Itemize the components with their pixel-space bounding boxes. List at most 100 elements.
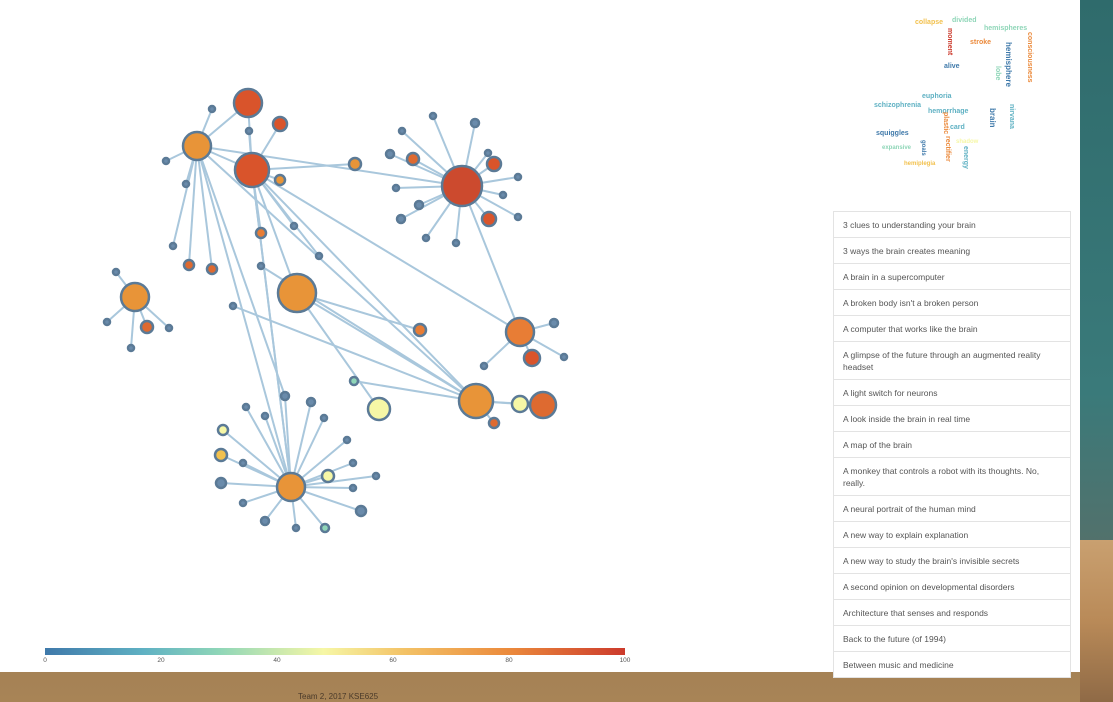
graph-node-small[interactable] <box>271 115 289 133</box>
talk-item[interactable]: A look inside the brain in real time <box>834 406 1070 432</box>
graph-node[interactable] <box>528 390 558 420</box>
graph-node[interactable] <box>440 164 484 208</box>
graph-node-small[interactable] <box>483 148 493 158</box>
graph-nodes[interactable] <box>102 87 569 534</box>
word-cloud-word: stroke <box>970 39 991 46</box>
graph-node-small[interactable] <box>319 522 331 534</box>
talk-item[interactable]: A new way to study the brain's invisible… <box>834 548 1070 574</box>
graph-node-small[interactable] <box>279 390 291 402</box>
graph-node[interactable] <box>233 151 271 189</box>
word-cloud-word: divided <box>952 17 977 24</box>
graph-node-small[interactable] <box>238 458 248 468</box>
graph-node[interactable] <box>275 471 307 503</box>
network-graph[interactable] <box>0 0 820 672</box>
graph-node-small[interactable] <box>241 402 251 412</box>
talk-item[interactable]: Back to the future (of 1994) <box>834 626 1070 652</box>
graph-node-small[interactable] <box>510 394 530 414</box>
word-cloud-word: hemorrhage <box>928 108 969 115</box>
graph-node-small[interactable] <box>513 172 523 182</box>
graph-node-small[interactable] <box>498 190 508 200</box>
graph-node-small[interactable] <box>480 210 498 228</box>
graph-node-small[interactable] <box>342 435 352 445</box>
talk-item[interactable]: 3 clues to understanding your brain <box>834 212 1070 238</box>
graph-node-small[interactable] <box>161 156 171 166</box>
graph-node-small[interactable] <box>347 156 363 172</box>
graph-edge <box>353 380 477 402</box>
graph-node-small[interactable] <box>348 458 358 468</box>
talk-item[interactable]: A light switch for neurons <box>834 380 1070 406</box>
talk-item[interactable]: A new way to explain explanation <box>834 522 1070 548</box>
graph-node-small[interactable] <box>421 233 431 243</box>
graph-node-small[interactable] <box>354 504 368 518</box>
graph-node-small[interactable] <box>102 317 112 327</box>
talk-item[interactable]: A computer that works like the brain <box>834 316 1070 342</box>
graph-node-small[interactable] <box>126 343 136 353</box>
graph-node-small[interactable] <box>397 126 407 136</box>
graph-node-small[interactable] <box>405 151 421 167</box>
word-cloud-word: collapse <box>915 19 943 26</box>
talk-item[interactable]: Architecture that senses and responds <box>834 600 1070 626</box>
graph-node-small[interactable] <box>164 323 174 333</box>
graph-node-small[interactable] <box>391 183 401 193</box>
graph-node-small[interactable] <box>182 258 196 272</box>
graph-node-small[interactable] <box>319 413 329 423</box>
graph-node-small[interactable] <box>216 423 230 437</box>
graph-node-small[interactable] <box>348 483 358 493</box>
talk-item[interactable]: A second opinion on developmental disord… <box>834 574 1070 600</box>
graph-node-small[interactable] <box>207 104 217 114</box>
graph-node-small[interactable] <box>412 322 428 338</box>
graph-node[interactable] <box>119 281 151 313</box>
graph-node-small[interactable] <box>513 212 523 222</box>
graph-node-small[interactable] <box>289 221 299 231</box>
graph-node-small[interactable] <box>384 148 396 160</box>
graph-node-small[interactable] <box>395 213 407 225</box>
graph-node-small[interactable] <box>254 226 268 240</box>
talk-item[interactable]: A neural portrait of the human mind <box>834 496 1070 522</box>
graph-node-small[interactable] <box>371 471 381 481</box>
graph-node-small[interactable] <box>260 411 270 421</box>
graph-node-small[interactable] <box>320 468 336 484</box>
graph-node-small[interactable] <box>139 319 155 335</box>
talk-item[interactable]: A brain in a supercomputer <box>834 264 1070 290</box>
graph-node-small[interactable] <box>181 179 191 189</box>
graph-node-small[interactable] <box>487 416 501 430</box>
graph-node[interactable] <box>232 87 264 119</box>
graph-node-small[interactable] <box>228 301 238 311</box>
graph-node-small[interactable] <box>479 361 489 371</box>
graph-node-small[interactable] <box>305 396 317 408</box>
graph-edge <box>251 169 298 294</box>
graph-node-small[interactable] <box>559 352 569 362</box>
graph-node-small[interactable] <box>522 348 542 368</box>
graph-node-small[interactable] <box>451 238 461 248</box>
graph-node[interactable] <box>276 272 318 314</box>
graph-node-small[interactable] <box>238 498 248 508</box>
graph-node-small[interactable] <box>469 117 481 129</box>
word-cloud-word: goals <box>920 140 926 156</box>
graph-node-small[interactable] <box>259 515 271 527</box>
talk-item[interactable]: A map of the brain <box>834 432 1070 458</box>
graph-node-small[interactable] <box>314 251 324 261</box>
graph-node-small[interactable] <box>413 199 425 211</box>
graph-node-small[interactable] <box>168 241 178 251</box>
graph-node-small[interactable] <box>348 375 360 387</box>
graph-node[interactable] <box>457 382 495 420</box>
graph-node[interactable] <box>504 316 536 348</box>
graph-node[interactable] <box>366 396 392 422</box>
graph-node-small[interactable] <box>485 155 503 173</box>
talk-item[interactable]: A broken body isn't a broken person <box>834 290 1070 316</box>
talk-item[interactable]: A glimpse of the future through an augme… <box>834 342 1070 380</box>
graph-node-small[interactable] <box>273 173 287 187</box>
graph-node-small[interactable] <box>548 317 560 329</box>
graph-node-small[interactable] <box>428 111 438 121</box>
graph-node-small[interactable] <box>214 476 228 490</box>
graph-node-small[interactable] <box>205 262 219 276</box>
graph-node[interactable] <box>181 130 213 162</box>
graph-node-small[interactable] <box>291 523 301 533</box>
talk-item[interactable]: A monkey that controls a robot with its … <box>834 458 1070 496</box>
graph-node-small[interactable] <box>256 261 266 271</box>
graph-node-small[interactable] <box>111 267 121 277</box>
graph-node-small[interactable] <box>244 126 254 136</box>
talk-item[interactable]: 3 ways the brain creates meaning <box>834 238 1070 264</box>
talk-item[interactable]: Between music and medicine <box>834 652 1070 678</box>
graph-node-small[interactable] <box>213 447 229 463</box>
